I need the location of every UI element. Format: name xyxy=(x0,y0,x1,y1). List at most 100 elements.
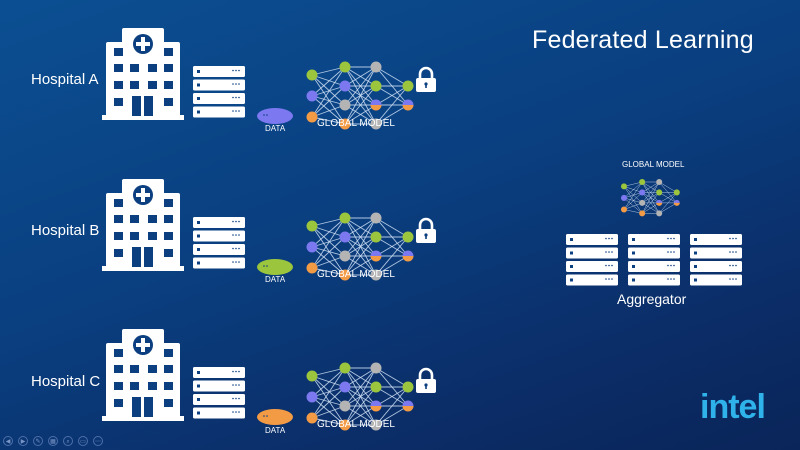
server-unit xyxy=(566,234,618,245)
previous-slide-button[interactable]: ◀ xyxy=(3,436,13,446)
door xyxy=(144,96,153,116)
connection xyxy=(311,85,346,97)
connection xyxy=(375,85,409,125)
hospital-base xyxy=(102,115,184,120)
node-orange xyxy=(306,111,318,123)
next-slide-button[interactable]: ▶ xyxy=(18,436,28,446)
window xyxy=(164,81,173,89)
window xyxy=(114,48,123,56)
connection xyxy=(311,66,346,118)
data-disk xyxy=(257,108,293,124)
server-led xyxy=(632,278,635,282)
connection xyxy=(311,255,346,269)
node-purple xyxy=(339,231,351,243)
server-unit xyxy=(628,274,680,286)
node-gray xyxy=(656,210,663,217)
server-dot xyxy=(232,397,234,400)
connection xyxy=(311,74,346,106)
server-dot xyxy=(232,96,234,99)
node-orange xyxy=(306,412,318,424)
node-mixed xyxy=(402,99,414,111)
window xyxy=(148,64,157,72)
window xyxy=(114,249,123,257)
node-green xyxy=(339,362,351,374)
server-dot xyxy=(732,278,734,280)
connection xyxy=(375,255,409,276)
connection xyxy=(623,181,643,199)
connection xyxy=(311,74,346,87)
node-gray xyxy=(656,178,663,186)
server-dot xyxy=(673,251,675,253)
connection xyxy=(623,181,643,210)
connection xyxy=(311,396,346,426)
connection xyxy=(311,225,346,276)
connection xyxy=(642,202,660,214)
window xyxy=(114,232,123,240)
server-dot xyxy=(232,261,234,263)
server-dot xyxy=(235,234,237,236)
subtitles-button[interactable]: ▭ xyxy=(78,436,88,446)
window xyxy=(114,215,123,223)
pen-button[interactable]: ✎ xyxy=(33,436,43,446)
connection xyxy=(642,181,660,193)
aggregator-server-stack xyxy=(566,234,618,286)
server-dot xyxy=(235,397,237,400)
server-stack-icon xyxy=(193,217,245,269)
connection xyxy=(344,367,377,426)
node-purple xyxy=(620,194,628,201)
node-gray xyxy=(370,362,382,374)
server-dot xyxy=(735,251,737,253)
presenter-controls: ◀ ▶ ✎ ▦ ⌕ ▭ ⋯ xyxy=(3,436,103,446)
server-stack-icon xyxy=(193,367,245,419)
connection xyxy=(311,375,346,388)
server-dot xyxy=(238,83,240,85)
server-dot xyxy=(238,220,240,223)
server-unit xyxy=(690,274,742,286)
server-dot xyxy=(232,384,234,386)
server-unit xyxy=(566,247,618,259)
server-led xyxy=(197,371,200,374)
window xyxy=(164,382,173,390)
node-orange xyxy=(620,206,628,213)
door xyxy=(144,247,153,267)
server-dot xyxy=(605,278,607,280)
server-unit xyxy=(628,234,680,245)
more-options-button[interactable]: ⋯ xyxy=(93,436,103,446)
connection xyxy=(641,181,660,214)
node-green xyxy=(620,183,628,190)
server-dot xyxy=(670,237,672,240)
connection xyxy=(641,192,660,214)
server-dot xyxy=(232,411,234,413)
node-gray xyxy=(339,99,351,111)
connection xyxy=(375,367,409,388)
window xyxy=(148,215,157,223)
connection xyxy=(623,192,643,210)
node-green xyxy=(306,69,318,81)
server-dot xyxy=(732,251,734,253)
server-unit xyxy=(193,106,245,118)
node-green xyxy=(306,220,318,232)
server-dot xyxy=(605,264,607,267)
connection xyxy=(311,246,346,257)
node-green xyxy=(370,80,382,92)
server-dot xyxy=(667,264,669,267)
window xyxy=(164,64,173,72)
zoom-button[interactable]: ⌕ xyxy=(63,436,73,446)
server-unit xyxy=(193,257,245,269)
connection xyxy=(344,104,377,125)
server-unit xyxy=(193,380,245,392)
server-dot xyxy=(238,234,240,236)
node-mixed xyxy=(656,199,663,206)
server-dot xyxy=(670,251,672,253)
connection xyxy=(375,236,409,257)
see-all-slides-button[interactable]: ▦ xyxy=(48,436,58,446)
window xyxy=(164,365,173,373)
window xyxy=(164,349,173,357)
server-dot xyxy=(611,251,613,253)
server-led xyxy=(197,97,200,100)
connection xyxy=(659,192,677,214)
server-dot xyxy=(232,220,234,223)
window xyxy=(130,232,139,240)
data-disk xyxy=(257,259,293,275)
connection xyxy=(344,217,377,257)
